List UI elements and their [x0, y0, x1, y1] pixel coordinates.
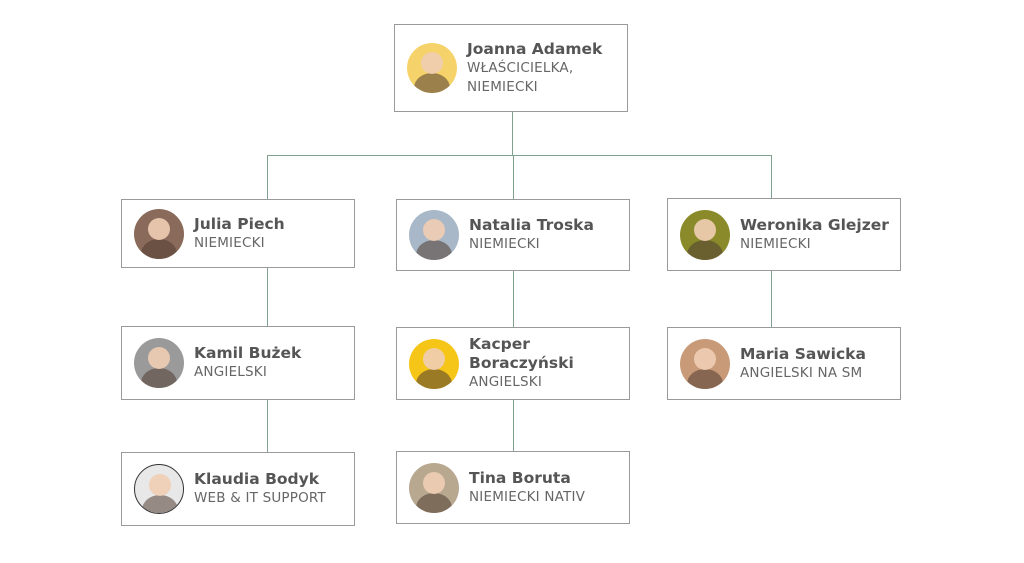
connector-line [513, 400, 514, 451]
person-role: ANGIELSKI [194, 364, 268, 380]
avatar [409, 210, 459, 260]
person-card-kamil-buzek: Kamil Bużek ANGIELSKI [121, 326, 355, 400]
person-name: Kacper Boraczyński [469, 335, 574, 372]
connector-line [267, 155, 772, 156]
person-card-tina-boruta: Tina Boruta NIEMIECKI NATIV [396, 451, 630, 524]
person-name: Weronika Glejzer [740, 215, 889, 234]
person-name: Maria Sawicka [740, 344, 866, 363]
avatar [134, 208, 184, 259]
person-name: Julia Piech [194, 214, 285, 233]
person-card-julia-piech: Julia Piech NIEMIECKI [121, 199, 355, 268]
avatar [409, 338, 459, 389]
person-role: NIEMIECKI [469, 236, 540, 252]
connector-line [513, 155, 514, 199]
connector-line [771, 271, 772, 327]
person-name: Natalia Troska [469, 216, 594, 234]
person-card-joanna-adamek: Joanna Adamek WŁAŚCICIELKA, NIEMIECKI [394, 24, 628, 112]
person-role: NIEMIECKI NATIV [469, 488, 586, 505]
avatar [680, 209, 730, 260]
person-role: ANGIELSKI NA SM [740, 364, 863, 381]
person-role: ANGIELSKI [469, 374, 543, 390]
person-card-natalia-troska: Natalia Troska NIEMIECKI [396, 199, 630, 271]
person-role: WEB & IT SUPPORT [194, 490, 326, 506]
connector-line [771, 155, 772, 199]
avatar [407, 43, 457, 93]
person-name: Joanna Adamek [467, 39, 603, 58]
avatar [134, 464, 184, 514]
person-card-maria-sawicka: Maria Sawicka ANGIELSKI NA SM [667, 327, 901, 400]
connector-line [267, 400, 268, 452]
person-card-kacper-boraczynski: Kacper Boraczyński ANGIELSKI [396, 327, 630, 400]
person-role: NIEMIECKI [194, 234, 265, 251]
person-card-weronika-glejzer: Weronika Glejzer NIEMIECKI [667, 198, 901, 271]
avatar [134, 338, 184, 388]
person-role: WŁAŚCICIELKA, NIEMIECKI [467, 59, 574, 95]
person-role: NIEMIECKI [740, 235, 811, 252]
person-card-klaudia-bodyk: Klaudia Bodyk WEB & IT SUPPORT [121, 452, 355, 526]
avatar [409, 462, 459, 513]
person-name: Kamil Bużek [194, 344, 302, 362]
connector-line [267, 268, 268, 326]
connector-line [267, 155, 268, 199]
connector-line [513, 271, 514, 327]
avatar [680, 338, 730, 389]
connector-line [512, 112, 513, 156]
person-name: Klaudia Bodyk [194, 470, 320, 488]
person-name: Tina Boruta [469, 468, 571, 487]
